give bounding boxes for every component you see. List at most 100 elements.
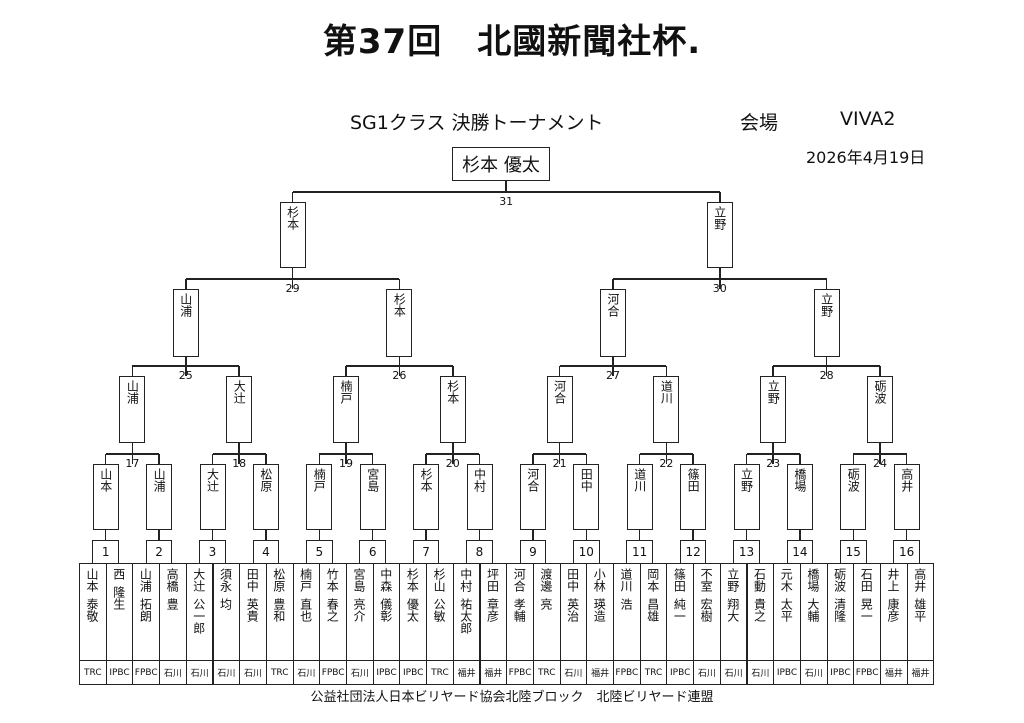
bracket-line — [558, 366, 561, 376]
player-cell: 石動貴之 — [746, 563, 775, 661]
player-club: 石川 — [159, 660, 187, 685]
player-surname: 岡本 — [645, 568, 660, 592]
match-number-box: 13 — [733, 540, 760, 564]
player-club: FPBC — [613, 660, 641, 685]
bracket-line — [478, 454, 481, 464]
player-cell: 山浦拓朗 — [132, 563, 161, 661]
match-number-box: 11 — [626, 540, 654, 564]
bracket-line — [638, 454, 641, 464]
bracket-line — [505, 180, 507, 192]
player-club: 石川 — [212, 660, 241, 685]
player-cell: 中村祐太郎 — [452, 563, 481, 661]
player-given-name: 英貴 — [245, 598, 260, 622]
player-club: 石川 — [185, 660, 214, 685]
bracket-line — [398, 357, 401, 376]
player-cell: 楠戸直也 — [292, 563, 321, 661]
player-club: IPBC — [372, 660, 401, 685]
winner-name: 楠戸 — [312, 468, 327, 492]
player-given-name: 翔大 — [725, 598, 740, 622]
bracket-line — [238, 366, 240, 376]
player-surname: 元木 — [779, 568, 794, 592]
bracket-line — [719, 268, 721, 289]
player-surname: 田中 — [245, 568, 260, 592]
player-surname: 楠戸 — [298, 568, 313, 592]
player-cell: 井上康彦 — [880, 563, 908, 661]
bracket-line — [825, 279, 828, 289]
winner-box — [786, 464, 813, 530]
player-cell: 竹本春之 — [319, 563, 347, 661]
winner-box — [573, 464, 600, 530]
player-given-name: 瑛造 — [592, 598, 607, 622]
player-surname: 西 — [111, 568, 126, 580]
player-surname: 中森 — [378, 568, 393, 592]
player-given-name: 純一 — [672, 598, 687, 622]
player-cell: 河合孝輔 — [506, 563, 534, 661]
player-surname: 小林 — [592, 568, 607, 592]
winner-name: 山浦 — [178, 293, 193, 317]
winner-name: 砺波 — [846, 468, 861, 492]
bracket-line — [185, 279, 187, 289]
winner-name: 道川 — [659, 380, 674, 404]
winner-box — [733, 464, 760, 530]
winner-box — [813, 289, 840, 357]
winner-box — [92, 464, 119, 530]
bracket-line — [879, 443, 881, 464]
player-given-name: 雄平 — [912, 598, 927, 622]
player-club: TRC — [426, 660, 454, 685]
player-cell: 元木太平 — [773, 563, 801, 661]
match-number: 31 — [499, 195, 514, 208]
winner-name: 河合 — [525, 468, 540, 492]
player-club: FPBC — [853, 660, 881, 685]
bracket-line — [825, 357, 828, 376]
player-cell: 松原豊和 — [265, 563, 294, 661]
bracket-line — [745, 454, 748, 464]
bracket-line — [238, 443, 240, 464]
bracket-line — [585, 454, 588, 464]
player-surname: 砺波 — [832, 568, 847, 592]
player-cell: 杉本優太 — [399, 563, 428, 661]
player-cell: 石田晃一 — [853, 563, 881, 661]
player-club: 石川 — [799, 660, 828, 685]
bracket-line — [799, 454, 801, 464]
bracket-line — [318, 530, 321, 540]
bracket-line — [585, 530, 588, 540]
bracket-line — [532, 530, 534, 540]
winner-box — [867, 376, 893, 443]
player-club: 福井 — [479, 660, 508, 685]
bracket-line — [185, 357, 187, 376]
bracket-line — [879, 366, 881, 376]
player-given-name: 亮介 — [352, 598, 366, 622]
player-cell: 砺波清隆 — [826, 563, 855, 661]
bracket-line — [772, 366, 774, 376]
player-given-name: 大輔 — [805, 598, 820, 622]
player-surname: 松原 — [271, 568, 286, 592]
player-given-name: 孝輔 — [512, 598, 527, 622]
player-club: 石川 — [346, 660, 374, 685]
player-cell: 小林瑛造 — [586, 563, 614, 661]
bracket-line — [318, 454, 321, 464]
bracket-line — [452, 443, 454, 464]
match-number-box: 10 — [572, 540, 600, 564]
player-surname: 山浦 — [138, 568, 153, 592]
player-given-name: 太平 — [779, 598, 794, 622]
player-given-name: 亮 — [538, 598, 553, 610]
winner-name: 杉本 — [445, 380, 460, 404]
winner-box — [519, 464, 546, 530]
winner-name: 大辻 — [232, 380, 247, 404]
player-given-name: 隆生 — [111, 586, 126, 610]
winner-name: 立野 — [739, 468, 754, 492]
bracket-line — [532, 454, 534, 464]
player-cell: 坪田章彦 — [479, 563, 508, 661]
match-number-box: 3 — [199, 540, 226, 564]
winner-name: 河合 — [552, 380, 567, 404]
player-cell: 道川浩 — [613, 563, 641, 661]
bracket-line — [345, 443, 347, 464]
player-cell: 須永均 — [212, 563, 241, 661]
winner-box — [680, 464, 707, 530]
player-surname: 高井 — [912, 568, 927, 592]
player-club: TRC — [639, 660, 668, 685]
player-surname: 高橋 — [165, 568, 180, 592]
player-surname: 井上 — [886, 568, 900, 592]
player-club: 石川 — [693, 660, 721, 685]
player-given-name: 優太 — [405, 598, 420, 622]
